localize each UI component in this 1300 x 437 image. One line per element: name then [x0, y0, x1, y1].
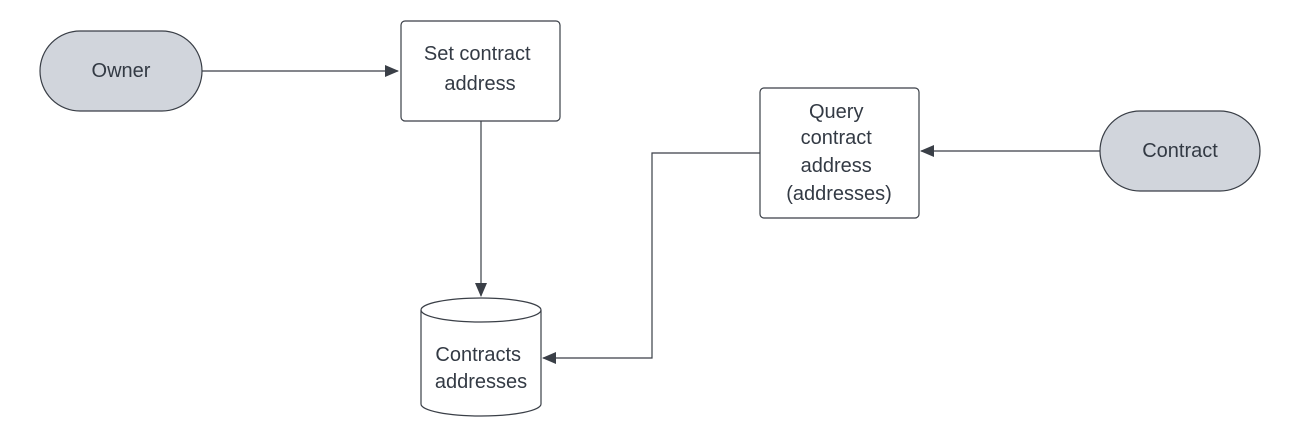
set-contract-address-label: Set contract address	[424, 43, 536, 95]
contracts-addresses-label-line: addresses	[435, 371, 527, 393]
contracts-addresses-node[interactable]: Contracts addresses	[420, 297, 542, 417]
edge-query-contract-address-to-contracts-addresses	[542, 152, 760, 364]
contract-label: Contract	[1142, 140, 1218, 162]
database-cylinder-rim	[420, 309, 542, 323]
query-contract-address-label-line: (addresses)	[786, 183, 892, 205]
query-contract-address-shape	[759, 87, 920, 219]
owner-node[interactable]: Owner	[39, 30, 203, 112]
query-contract-address-label-line: address	[801, 155, 872, 177]
query-contract-address-label-line: Query	[809, 101, 863, 123]
query-contract-address-label-line: contract	[801, 127, 873, 149]
set-contract-address-label-line: Set contract	[424, 43, 531, 65]
query-contract-address-label: Query contract address (addresses)	[786, 101, 892, 205]
contracts-addresses-label-line: Contracts	[435, 344, 521, 366]
set-contract-address-shape	[400, 20, 561, 122]
contract-shape	[1099, 110, 1261, 192]
owner-shape	[39, 30, 203, 112]
contracts-addresses-label: Contracts addresses	[435, 344, 527, 393]
contract-node[interactable]: Contract	[1099, 110, 1261, 192]
query-contract-address-node[interactable]: Query contract address (addresses)	[759, 87, 920, 219]
owner-label: Owner	[92, 60, 151, 82]
set-contract-address-node[interactable]: Set contract address	[400, 20, 561, 122]
database-cylinder-shape	[420, 297, 542, 417]
set-contract-address-label-line: address	[444, 73, 515, 95]
